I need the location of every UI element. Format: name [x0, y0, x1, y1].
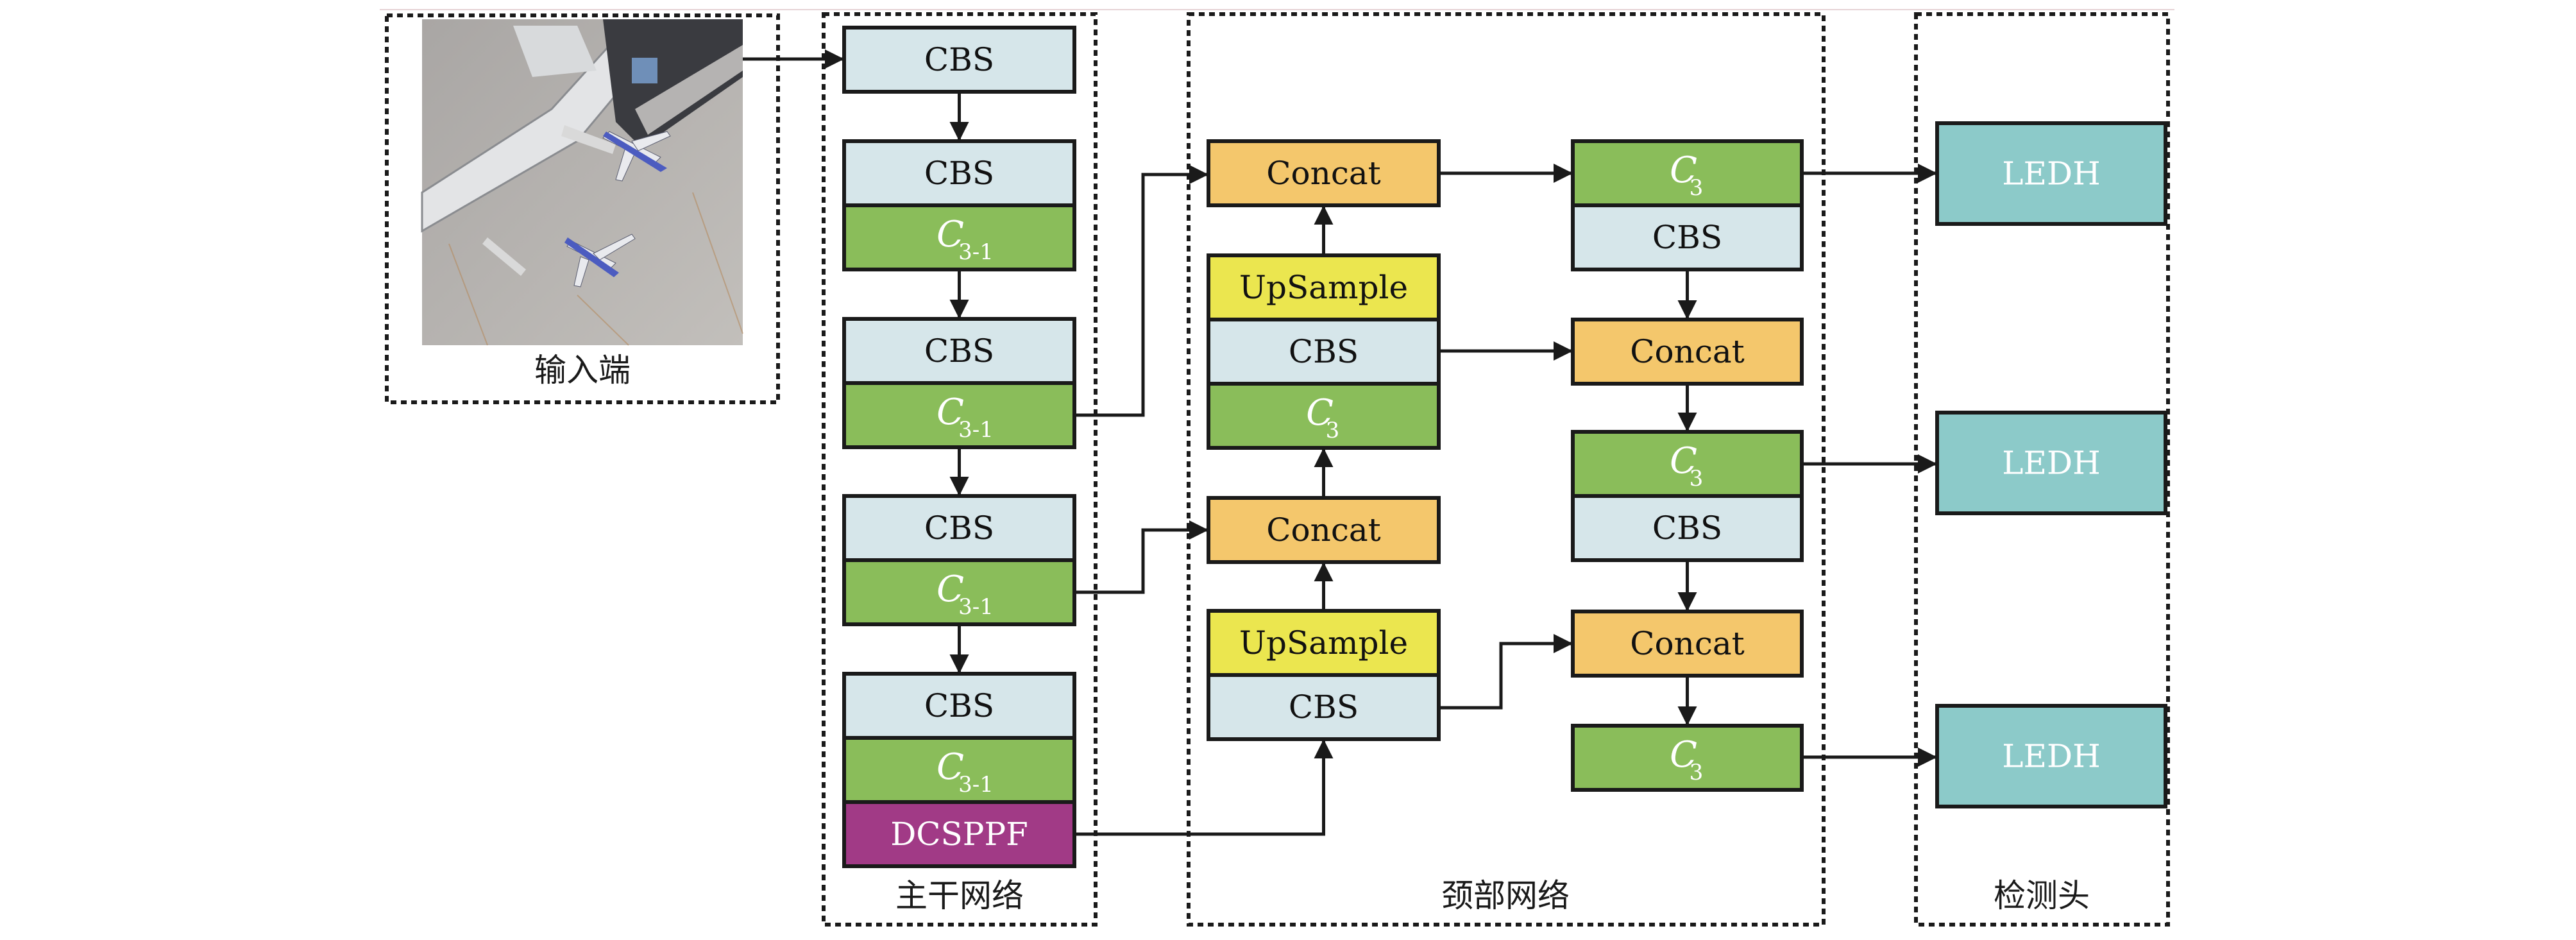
cbs-block: CBS — [842, 494, 1076, 562]
upsample-block: UpSample — [1207, 253, 1441, 321]
concat-block: Concat — [1207, 139, 1441, 207]
c3-1-block: C3-1 — [842, 381, 1076, 449]
dcsppf-block: DCSPPF — [842, 800, 1076, 868]
ledh-block: LEDH — [1935, 411, 2167, 515]
head-section-label: 检测头 — [1994, 877, 2090, 914]
input-aerial-image — [421, 19, 743, 346]
c3-1-p3-to-concat-arrow — [1074, 165, 1208, 417]
detection-head-2: LEDH — [1935, 411, 2167, 515]
cbs-block: CBS — [842, 139, 1076, 207]
head-section-frame — [1914, 12, 2170, 927]
neck-section-frame — [1187, 12, 1826, 927]
detection-head-1: LEDH — [1935, 121, 2167, 226]
backbone-section-frame — [822, 12, 1097, 927]
block-label: C — [1670, 734, 1697, 776]
neck-left-stage-1: Concat — [1207, 139, 1441, 207]
block-label: C — [936, 214, 964, 255]
block-label: CBS — [1289, 333, 1359, 370]
block-label: CBS — [1652, 219, 1722, 256]
c3-block: C3 — [1571, 724, 1804, 792]
block-label: CBS — [924, 687, 994, 724]
block-label: Concat — [1266, 155, 1380, 192]
backbone-stage-3: CBS C3-1 — [842, 317, 1076, 449]
block-label-subscript: 3-1 — [958, 417, 994, 443]
c3-block: C3 — [1571, 430, 1804, 498]
block-label: DCSPPF — [890, 816, 1028, 853]
block-label: CBS — [1652, 509, 1722, 547]
block-label: Concat — [1630, 333, 1744, 370]
c3-1-block: C3-1 — [842, 203, 1076, 271]
concat-block: Concat — [1571, 610, 1804, 678]
backbone-stage-1: CBS — [842, 26, 1076, 94]
c3-block: C3 — [1571, 139, 1804, 207]
block-label: Concat — [1266, 511, 1380, 549]
neck-right-stage-5: C3 — [1571, 724, 1804, 792]
block-label: UpSample — [1239, 624, 1408, 662]
block-label-subscript: 3-1 — [958, 772, 994, 798]
dcsppf-to-cbs-arrow — [1074, 739, 1334, 836]
block-label-subscript: 3 — [1326, 418, 1340, 443]
cbs-block: CBS — [1571, 494, 1804, 562]
block-label-subscript: 3-1 — [958, 594, 994, 620]
block-label: UpSample — [1239, 269, 1408, 306]
c3-1-p4-to-concat-arrow — [1074, 520, 1208, 594]
block-label-subscript: 3-1 — [958, 239, 994, 265]
cbs-block: CBS — [1571, 203, 1804, 271]
cbs-to-concat-arrow-low — [1439, 634, 1573, 710]
cbs-block: CBS — [842, 317, 1076, 385]
block-label: CBS — [1289, 688, 1359, 726]
input-section-label: 输入端 — [534, 352, 631, 389]
c3-1-block: C3-1 — [842, 558, 1076, 626]
c3-1-block: C3-1 — [842, 736, 1076, 804]
upsample-block: UpSample — [1207, 609, 1441, 677]
neck-section-label: 颈部网络 — [1441, 877, 1570, 914]
cbs-block: CBS — [842, 672, 1076, 740]
neck-right-stage-2: Concat — [1571, 318, 1804, 386]
block-label: CBS — [924, 41, 994, 78]
backbone-stage-2: CBS C3-1 — [842, 139, 1076, 271]
backbone-section-label: 主干网络 — [895, 877, 1024, 914]
block-label: LEDH — [2002, 445, 2100, 482]
cbs-block: CBS — [842, 26, 1076, 94]
cbs-block: CBS — [1207, 318, 1441, 386]
block-label: CBS — [924, 332, 994, 370]
block-label: C — [1670, 440, 1697, 482]
block-label: CBS — [924, 155, 994, 192]
block-label-subscript: 3 — [1690, 175, 1704, 201]
detection-head-3: LEDH — [1935, 704, 2167, 808]
block-label: Concat — [1630, 625, 1744, 662]
c3-block: C3 — [1207, 382, 1441, 450]
block-label-subscript: 3 — [1690, 760, 1704, 785]
neck-left-stage-3: Concat — [1207, 496, 1441, 564]
concat-block: Concat — [1571, 318, 1804, 386]
block-label: C — [936, 391, 964, 433]
cbs-block: CBS — [1207, 673, 1441, 741]
block-label-subscript: 3 — [1690, 466, 1704, 491]
ledh-block: LEDH — [1935, 121, 2167, 226]
input-section-frame — [385, 13, 780, 404]
block-label: CBS — [924, 509, 994, 547]
block-label: LEDH — [2002, 155, 2100, 192]
block-label: LEDH — [2002, 738, 2100, 775]
block-label: C — [1306, 392, 1334, 434]
ledh-block: LEDH — [1935, 704, 2167, 808]
block-label: C — [936, 568, 964, 610]
block-label: C — [936, 746, 964, 788]
concat-block: Concat — [1207, 496, 1441, 564]
neck-right-stage-4: Concat — [1571, 610, 1804, 678]
backbone-stage-4: CBS C3-1 — [842, 494, 1076, 626]
block-label: C — [1670, 150, 1697, 191]
